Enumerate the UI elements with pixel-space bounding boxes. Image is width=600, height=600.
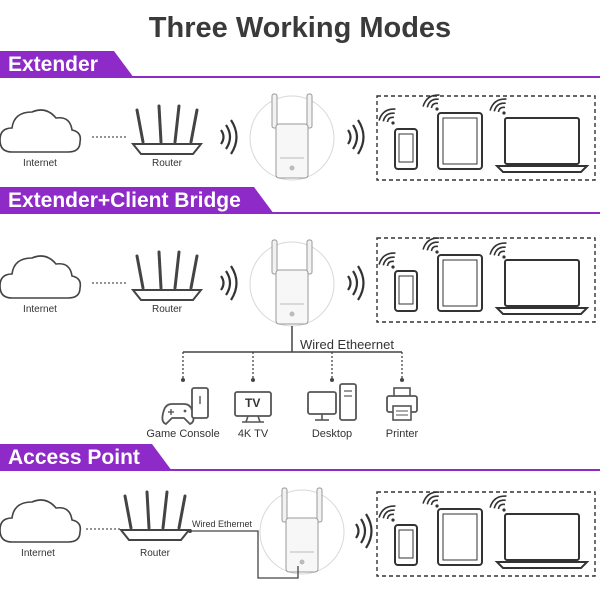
tv-icon <box>234 391 272 423</box>
internet-label: Internet <box>23 304 57 315</box>
wifi-icon <box>354 512 373 550</box>
internet-label: Internet <box>23 158 57 169</box>
wifi-icon <box>346 264 365 302</box>
device-label-printer: Printer <box>385 428 419 440</box>
mode-banner-client-bridge: Extender+Client Bridge <box>0 187 274 214</box>
internet-label: Internet <box>21 548 55 559</box>
client-devices-icon <box>376 237 596 323</box>
extender-device-icon <box>249 93 335 181</box>
banner-underline <box>0 212 600 214</box>
wifi-icon <box>346 118 365 156</box>
desktop-icon <box>307 383 357 421</box>
device-label-tv: 4K TV <box>237 428 269 440</box>
wired-ethernet-label: Wired Ethernet <box>192 519 253 529</box>
mode-banner-access-point: Access Point <box>0 444 172 471</box>
client-devices-icon <box>376 95 596 181</box>
wifi-small-icon <box>419 487 441 509</box>
tv-screen-text: TV <box>245 396 261 410</box>
client-devices-icon <box>376 491 596 577</box>
router-label: Router <box>151 304 183 315</box>
router-icon <box>131 104 203 156</box>
wifi-small-icon <box>375 248 397 270</box>
router-icon <box>119 490 191 542</box>
extender-device-icon <box>259 487 345 575</box>
wifi-small-icon <box>486 491 508 513</box>
wired-ethernet-label: Wired Etheernet <box>300 337 394 352</box>
cloud-icon <box>0 109 82 153</box>
router-label: Router <box>139 548 171 559</box>
extender-device-icon <box>249 239 335 327</box>
wifi-small-icon <box>486 94 508 116</box>
wifi-small-icon <box>419 233 441 255</box>
wifi-small-icon <box>486 238 508 260</box>
cloud-icon <box>0 499 82 543</box>
page-title: Three Working Modes <box>148 12 452 44</box>
wifi-small-icon <box>375 104 397 126</box>
wifi-icon <box>219 118 238 156</box>
mode-banner-extender: Extender <box>0 51 134 78</box>
device-label-desktop: Desktop <box>311 428 353 440</box>
wifi-small-icon <box>375 501 397 523</box>
wifi-icon <box>219 264 238 302</box>
wifi-small-icon <box>419 90 441 112</box>
cloud-icon <box>0 255 82 299</box>
banner-underline <box>0 469 600 471</box>
device-label-game-console: Game Console <box>146 428 220 440</box>
banner-underline <box>0 76 600 78</box>
printer-icon <box>386 387 418 421</box>
router-label: Router <box>151 158 183 169</box>
game-console-icon <box>161 387 209 426</box>
router-icon <box>131 250 203 302</box>
